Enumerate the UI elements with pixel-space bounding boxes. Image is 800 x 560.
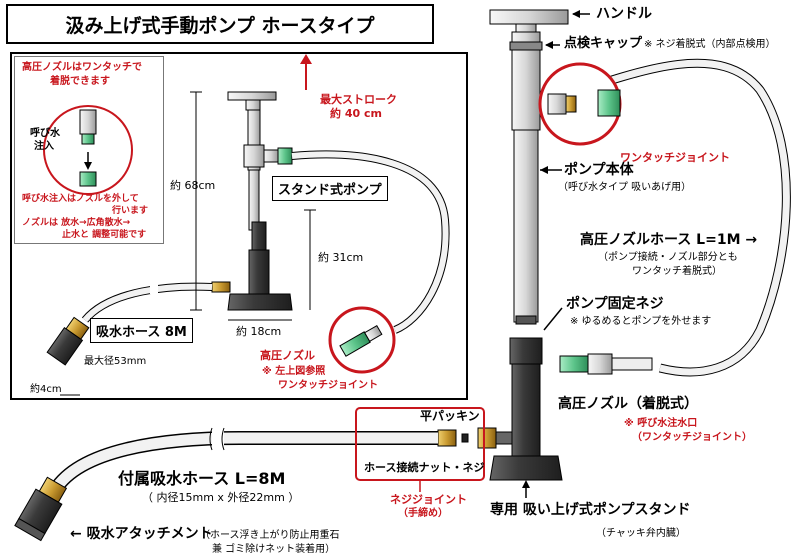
inset-nozzle-joint: ワンタッチジョイント: [278, 380, 378, 391]
prime-port-label: ※ 呼び水注水口: [624, 418, 698, 429]
pump-body-note: （呼び水タイプ 吸いあげ用）: [558, 182, 692, 193]
fix-screw-label: ポンプ固定ネジ: [566, 296, 664, 312]
nozzle-note-box: [14, 56, 164, 244]
hp-hose-note2: ワンタッチ着脱式）: [632, 266, 722, 277]
inset-nozzle-ref: ※ 左上図参照: [262, 366, 326, 377]
flat-packing-label: 平パッキン: [420, 409, 480, 423]
height-total-label: 約 68cm: [170, 179, 216, 192]
max-stroke-line1: 最大ストローク: [320, 93, 397, 106]
max-stroke-line2: 約 40 cm: [330, 107, 382, 120]
note-prime-label-line2: 注入: [34, 141, 54, 152]
prime-port-note: （ワンタッチジョイント）: [632, 432, 752, 443]
suction-hose-inset-label: 吸水ホース 8M: [90, 318, 193, 343]
handle-label: ハンドル: [596, 6, 652, 22]
stand-pump-label: スタンド式ポンプ: [272, 176, 388, 201]
note-prime-label-line1: 呼び水: [30, 128, 60, 139]
inset-pump-drawing: [46, 54, 450, 396]
hp-nozzle-label: 高圧ノズル（着脱式）: [558, 396, 698, 412]
hose-dimensions: （ 内径15mm x 外径22mm ）: [142, 491, 300, 504]
attachment-label: ← 吸水アタッチメント: [70, 526, 213, 542]
attached-hose-label: 付属吸水ホース L=8M: [118, 469, 286, 488]
width-4cm-label: 約4cm: [30, 384, 62, 395]
fix-screw-note: ※ ゆるめるとポンプを外せます: [570, 316, 712, 327]
attachment-note1: （ホース浮き上がり防止用重石: [200, 530, 340, 541]
note-bullet1-line1: 呼び水注入はノズルを外して: [22, 194, 139, 204]
inspection-cap-note: ※ ネジ着脱式（内部点検用）: [644, 39, 776, 50]
pump-stand-note: （チャッキ弁内臓）: [596, 528, 686, 539]
hand-tighten-label: （手締め）: [398, 508, 448, 519]
main-pump-drawing: [14, 9, 791, 542]
stand-pump-inset: [10, 52, 468, 400]
max-diameter-label: 最大径53mm: [84, 356, 147, 367]
base-width-label: 約 18cm: [236, 325, 282, 338]
note-top-line1: 高圧ノズルはワンタッチで: [22, 62, 142, 73]
note-bullet2-line1: ノズルは 放水→広角散水→: [22, 218, 131, 228]
note-top-line2: 着脱できます: [50, 76, 110, 87]
inspection-cap-label: 点検キャップ: [564, 36, 643, 51]
inset-nozzle-label: 高圧ノズル: [260, 349, 315, 362]
pump-stand-label: 専用 吸い上げ式ポンプスタンド: [490, 502, 691, 518]
attachment-note2: 兼 ゴミ除けネット装着用）: [212, 544, 336, 555]
pump-body-label: ポンプ本体: [564, 162, 634, 178]
note-nozzle-illustration: [43, 105, 133, 195]
height-lower-label: 約 31cm: [318, 251, 364, 264]
hp-hose-label: 高圧ノズルホース L=1M →: [580, 232, 758, 248]
hp-hose-note1: （ポンプ接続・ノズル部分とも: [598, 252, 738, 263]
onetouch-joint-label: ワンタッチジョイント: [620, 151, 730, 164]
screw-joint-label: ネジジョイント: [390, 493, 467, 506]
hose-nut-label: ホース接続ナット・ネジ: [364, 461, 485, 474]
note-bullet2-line2: 止水と 調整可能です: [62, 230, 147, 240]
page-title: 汲み上げ式手動ポンプ ホースタイプ: [6, 4, 434, 44]
note-bullet1-line2: 行います: [112, 206, 149, 216]
